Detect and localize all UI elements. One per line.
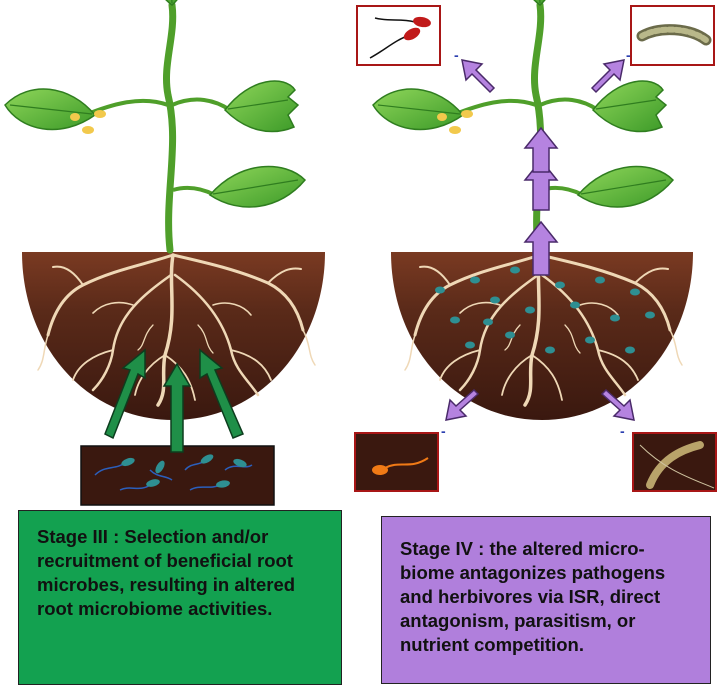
purple-arrow-top-right (590, 59, 625, 94)
green-arrow-left (104, 348, 146, 440)
inset-herbivore-bottom-right (632, 432, 717, 492)
stage4-line: and herbivores via ISR, direct (400, 586, 661, 607)
stage3-line: root microbiome activities. (37, 598, 273, 619)
purple-arrow-root (523, 220, 559, 276)
recruitment-arrows (104, 348, 244, 453)
microbe-reservoir (80, 445, 275, 506)
inset-pathogen-top-left (356, 5, 441, 66)
stage3-line: Stage III : Selection and/or (37, 526, 269, 547)
inset-pathogen-bottom-left (354, 432, 439, 492)
soil-right (391, 252, 693, 420)
fungal-spore-icon (369, 16, 431, 59)
stage4-caption: Stage IV : the altered micro- biome anta… (381, 516, 711, 684)
purple-arrow-stem-high (523, 126, 559, 173)
purple-arrow-bottom-left (445, 388, 480, 421)
root-microbes (435, 266, 655, 354)
green-arrow-right (199, 348, 244, 439)
stage4-line: antagonism, parasitism, or (400, 610, 636, 631)
reservoir-microbes (94, 454, 253, 491)
caterpillar-icon (636, 24, 712, 46)
signal-arrows (445, 59, 635, 421)
stage4-line: biome antagonizes pathogens (400, 562, 666, 583)
marker-bottom-right: - (620, 423, 625, 439)
purple-arrow-bottom-right (600, 388, 635, 421)
stage3-caption: Stage III : Selection and/or recruitment… (18, 510, 342, 685)
stage3-line: microbes, resulting in altered (37, 574, 296, 595)
stage4-line: nutrient competition. (400, 634, 584, 655)
stage4-illustration: - - - - (354, 0, 717, 492)
soil-left (22, 252, 325, 420)
plant-left (5, 0, 305, 250)
stage3-line: recruitment of beneficial root (37, 550, 293, 571)
marker-top-left: - (454, 47, 459, 63)
root-larva-icon (639, 441, 715, 489)
marker-bottom-left: - (441, 423, 446, 439)
stage3-illustration (5, 0, 325, 506)
leaf-lesions-left (70, 110, 106, 134)
stage4-line: Stage IV : the altered micro- (400, 538, 645, 559)
green-arrow-center (162, 362, 192, 453)
inset-herbivore-top-right (630, 5, 715, 66)
purple-arrow-top-left (461, 59, 496, 94)
leaf-lesions-right (437, 110, 473, 134)
oomycete-icon (372, 457, 429, 475)
marker-top-right: - (626, 47, 631, 63)
